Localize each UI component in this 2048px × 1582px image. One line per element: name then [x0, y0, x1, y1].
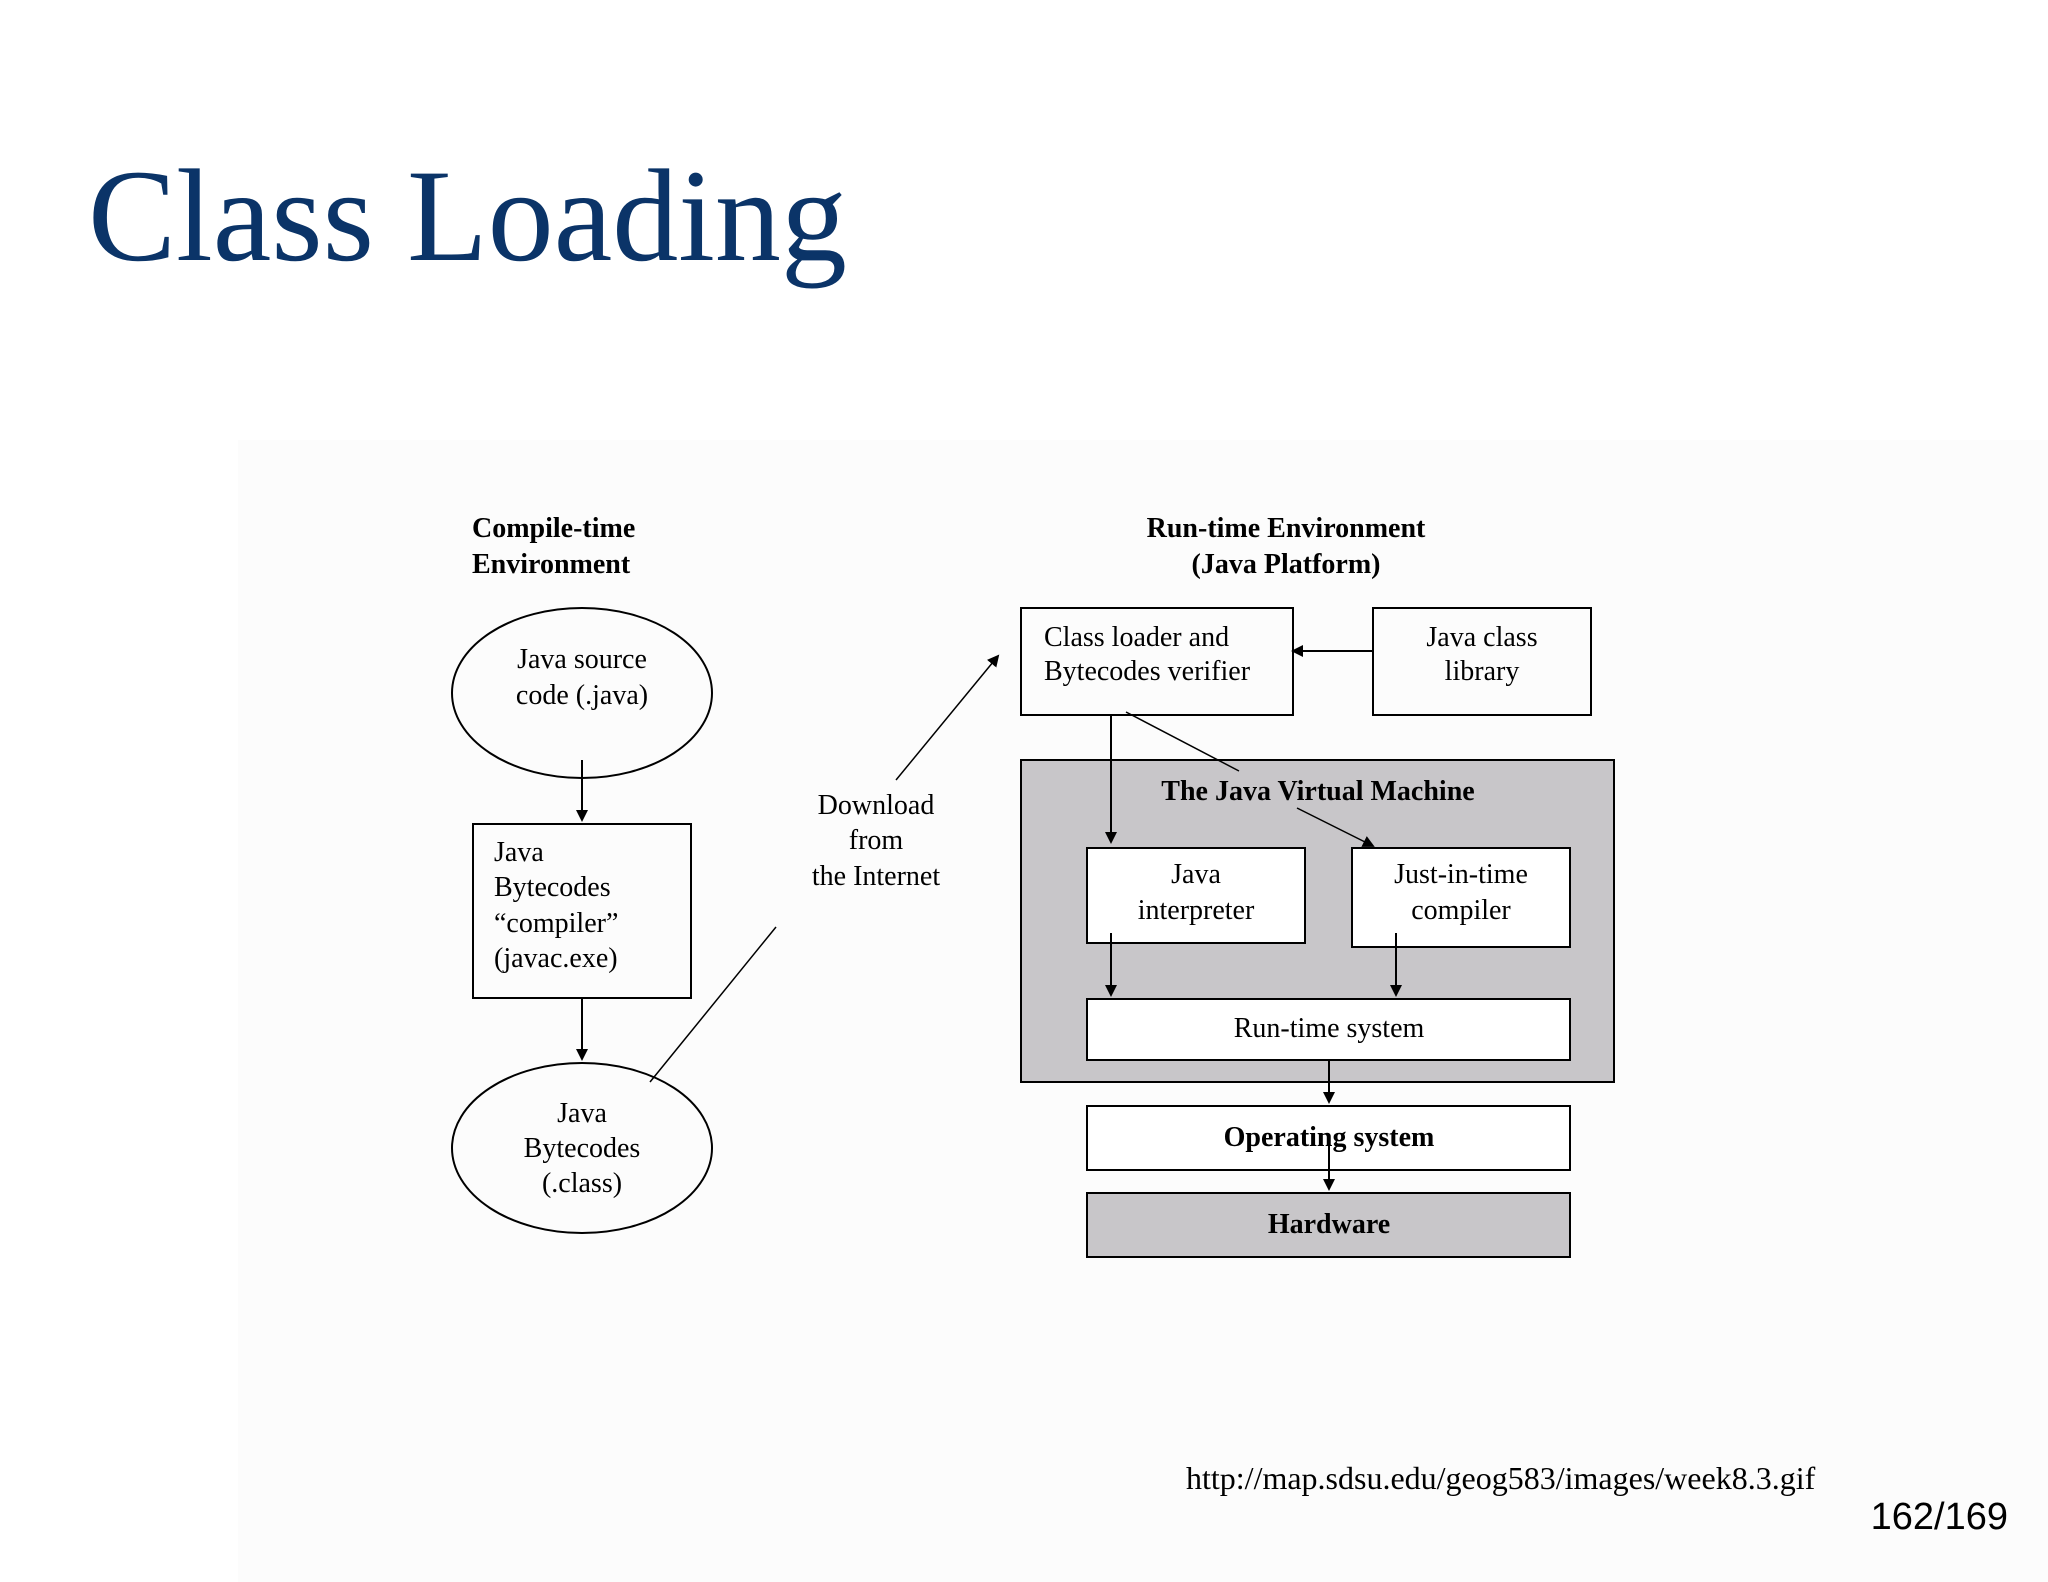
- bytecodes-node: [451, 1062, 713, 1234]
- class-loader-node: [1020, 607, 1294, 716]
- compile-header-line1: Compile-time: [472, 513, 636, 544]
- compiler-line3: “compiler”: [494, 908, 619, 939]
- download-line1: Download: [817, 790, 935, 821]
- operating-system-label: Operating system: [1223, 1122, 1435, 1153]
- jit-node: [1351, 847, 1571, 948]
- slide-title: Class Loading: [88, 142, 847, 289]
- download-line2: from: [848, 825, 904, 856]
- interpreter-line2: interpreter: [1137, 895, 1255, 926]
- jit-line1: Just-in-time: [1394, 859, 1528, 890]
- java-source-line1: Java source: [517, 644, 647, 675]
- arrow-download-upper: [895, 654, 1000, 781]
- loader-to-jvm-diagonal: [1125, 711, 1240, 772]
- runtime-system-label: Run-time system: [1233, 1013, 1425, 1044]
- source-url: http://map.sdsu.edu/geog583/images/week8…: [1186, 1460, 1816, 1496]
- bytecodes-line1: Java: [557, 1098, 607, 1129]
- class-library-line2: library: [1444, 656, 1520, 687]
- class-library-node: [1372, 607, 1592, 716]
- compiler-line4: (javac.exe): [494, 943, 618, 974]
- class-loader-line1: Class loader and: [1044, 622, 1230, 653]
- hardware-label: Hardware: [1267, 1209, 1391, 1240]
- interpreter-node: [1086, 847, 1306, 944]
- hardware-node: [1086, 1192, 1571, 1258]
- download-line3: the Internet: [811, 861, 941, 892]
- class-loader-line2: Bytecodes verifier: [1044, 656, 1251, 687]
- interpreter-line1: Java: [1171, 859, 1221, 890]
- jit-line2: compiler: [1411, 895, 1511, 926]
- download-line-lower: [649, 926, 777, 1083]
- arrow-jvm-title-to-jit: [1296, 807, 1375, 847]
- compiler-line2: Bytecodes: [494, 872, 611, 903]
- page-number: 162/169: [1870, 1496, 2008, 1538]
- bytecodes-line2: Bytecodes: [523, 1133, 641, 1164]
- class-library-line1: Java class: [1426, 622, 1538, 653]
- compile-header-line2: Environment: [472, 549, 631, 580]
- bytecodes-line3: (.class): [541, 1168, 623, 1199]
- java-source-line2: code (.java): [515, 680, 649, 711]
- jvm-title: The Java Virtual Machine: [1161, 776, 1475, 807]
- runtime-system-node: [1086, 998, 1571, 1061]
- compiler-line1: Java: [494, 837, 544, 868]
- runtime-header-line1: Run-time Environment: [1146, 513, 1426, 544]
- runtime-header-line2: (Java Platform): [1191, 549, 1381, 580]
